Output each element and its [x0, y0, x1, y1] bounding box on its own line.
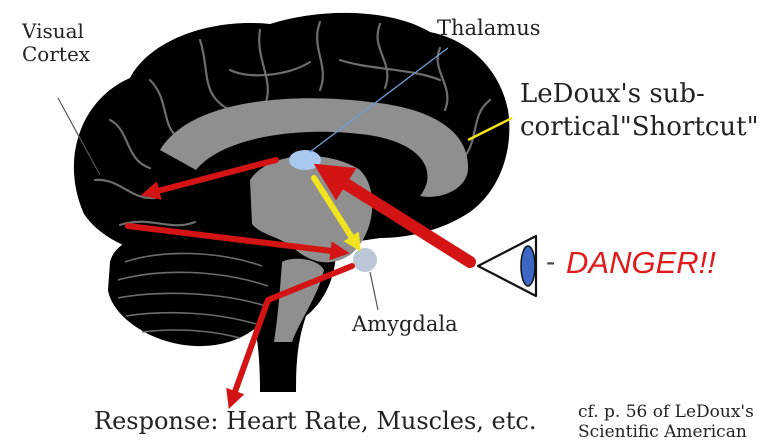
citation-line2: Scientific American — [578, 422, 754, 442]
amygdala-label: Amygdala — [352, 312, 458, 336]
visual-cortex-line1: Visual — [22, 20, 90, 43]
amygdala-pointer — [370, 272, 378, 310]
shortcut-label: LeDoux's sub- cortical"Shortcut" — [520, 78, 759, 143]
citation-line1: cf. p. 56 of LeDoux's — [578, 402, 754, 422]
dash-glyph: - — [546, 246, 555, 278]
shortcut-label-line1: LeDoux's sub- — [520, 78, 759, 111]
thalamus-structure — [289, 150, 321, 170]
shortcut-label-line2: cortical"Shortcut" — [520, 111, 759, 144]
danger-label: DANGER!! — [566, 245, 716, 281]
visual-cortex-label: Visual Cortex — [22, 20, 90, 66]
response-label: Response: Heart Rate, Muscles, etc. — [94, 408, 536, 436]
thalamus-label: Thalamus — [437, 16, 541, 40]
amygdala-structure — [353, 248, 377, 272]
eye-icon — [478, 236, 536, 296]
citation: cf. p. 56 of LeDoux's Scientific America… — [578, 402, 754, 443]
visual-cortex-line2: Cortex — [22, 43, 90, 66]
